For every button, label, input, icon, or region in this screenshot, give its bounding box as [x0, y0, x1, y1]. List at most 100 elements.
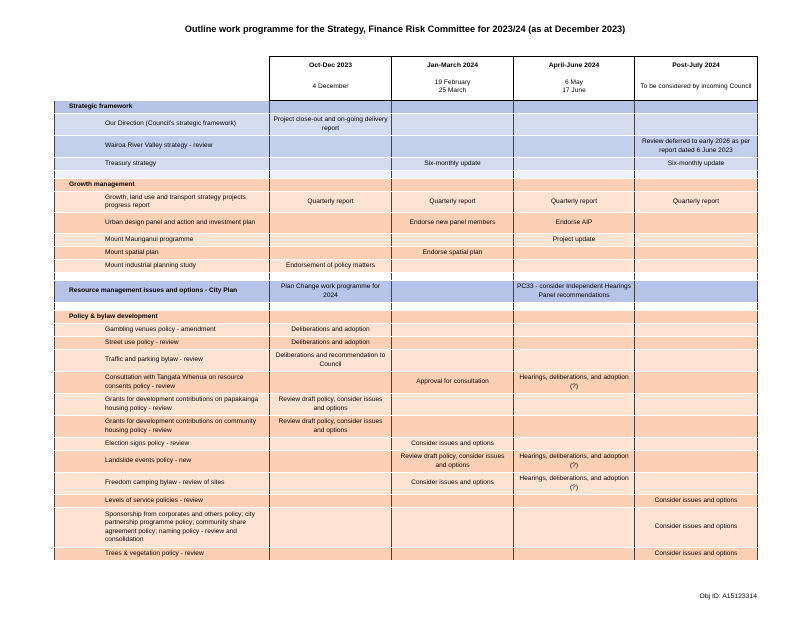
item-name: Sponsorship from corporates and others p… [54, 507, 270, 548]
section-title: Strategic framework [54, 100, 270, 114]
item-name: Grants for development contributions on … [54, 393, 270, 416]
schedule-cell: PC33 - consider Independent Hearings Pan… [513, 280, 635, 303]
table-row: Consultation with Tangata Whenua on reso… [54, 371, 758, 394]
item-name: Traffic and parking bylaw - review [54, 349, 270, 372]
schedule-cell [269, 472, 392, 495]
schedule-cell: Project update [513, 233, 635, 247]
schedule-cell [513, 135, 635, 158]
schedule-cell [269, 494, 392, 508]
schedule-cell [634, 323, 758, 337]
schedule-cell [634, 437, 758, 451]
meeting-dates: To be considered by incoming Council [634, 74, 758, 101]
spacer-row [54, 170, 758, 179]
schedule-cell: Review draft policy, consider issues and… [391, 450, 514, 473]
schedule-cell: Quarterly report [391, 191, 514, 213]
schedule-cell [513, 507, 635, 548]
schedule-cell: Endorse new panel members [391, 212, 514, 234]
schedule-cell: Deliberations and adoption [269, 323, 392, 337]
table-row: Growth, land use and transport strategy … [54, 191, 758, 213]
item-name: Freedom camping bylaw - review of sites [54, 472, 270, 495]
document-title: Outline work programme for the Strategy,… [184, 24, 626, 34]
section-row: Growth management [54, 178, 758, 192]
section-row: Resource management issues and options -… [54, 280, 758, 303]
table-row: Election signs policy - review Consider i… [54, 437, 758, 451]
schedule-cell: Hearings, deliberations, and adoption (?… [513, 472, 635, 495]
schedule-cell: Consider issues and options [634, 494, 758, 508]
schedule-cell [634, 113, 758, 136]
schedule-cell: Quarterly report [269, 191, 392, 213]
item-name: Election signs policy - review [54, 437, 270, 451]
section-row: Policy & bylaw development [54, 310, 758, 324]
item-name: Grants for development contributions on … [54, 415, 270, 438]
column-header: Post-July 2024 [634, 56, 758, 75]
schedule-cell [513, 113, 635, 136]
schedule-cell: Consider issues and options [634, 547, 758, 561]
schedule-cell [634, 393, 758, 416]
schedule-cell [513, 259, 635, 273]
schedule-cell: Deliberations and adoption [269, 336, 392, 350]
schedule-cell [391, 323, 514, 337]
item-name: Treasury strategy [54, 157, 270, 171]
schedule-cell: Review draft policy, consider issues and… [269, 393, 392, 416]
schedule-cell [634, 336, 758, 350]
schedule-cell [269, 450, 392, 473]
section-title: Resource management issues and options -… [54, 280, 270, 303]
schedule-cell [391, 280, 514, 303]
schedule-cell [391, 494, 514, 508]
work-programme-table: Oct-Dec 2023 Jan-March 2024 April-June 2… [54, 56, 758, 561]
schedule-cell [634, 371, 758, 394]
meeting-dates: 6 May 17 June [513, 74, 635, 101]
schedule-cell: Consider issues and options [391, 437, 514, 451]
schedule-cell: Review deferred to early 2026 as per rep… [634, 135, 758, 158]
item-name: Consultation with Tangata Whenua on reso… [54, 371, 270, 394]
column-header: Oct-Dec 2023 [269, 56, 392, 75]
schedule-cell [269, 135, 392, 158]
schedule-cell [391, 135, 514, 158]
schedule-cell [391, 113, 514, 136]
schedule-cell: Quarterly report [634, 191, 758, 213]
section-title: Growth management [54, 178, 270, 192]
item-name: Landslide events policy - new [54, 450, 270, 473]
schedule-cell [513, 310, 635, 324]
item-name: Levels of service policies - review [54, 494, 270, 508]
table-row: Grants for development contributions on … [54, 393, 758, 416]
schedule-cell: Six-monthly update [391, 157, 514, 171]
schedule-cell [634, 212, 758, 234]
schedule-cell [269, 310, 392, 324]
schedule-cell [513, 415, 635, 438]
schedule-cell: Endorse AIP [513, 212, 635, 234]
schedule-cell [634, 100, 758, 114]
schedule-cell [391, 100, 514, 114]
item-name: Mount industrial planning study [54, 259, 270, 273]
schedule-cell [269, 100, 392, 114]
schedule-cell [269, 212, 392, 234]
schedule-cell [391, 393, 514, 416]
schedule-cell [634, 349, 758, 372]
schedule-cell: Consider issues and options [634, 507, 758, 548]
table-row: Levels of service policies - review Consi… [54, 494, 758, 508]
schedule-cell [513, 246, 635, 260]
schedule-cell [269, 371, 392, 394]
item-name: Our Direction (Council's strategic frame… [54, 113, 270, 136]
spacer-row [54, 272, 758, 281]
schedule-cell [269, 507, 392, 548]
schedule-cell [391, 415, 514, 438]
schedule-cell [269, 233, 392, 247]
item-name: Trees & vegetation policy - review [54, 547, 270, 561]
schedule-cell [269, 178, 392, 192]
schedule-cell: Hearings, deliberations, and adoption (?… [513, 450, 635, 473]
section-row: Strategic framework [54, 100, 758, 114]
schedule-cell [391, 259, 514, 273]
schedule-cell [634, 450, 758, 473]
schedule-cell [269, 547, 392, 561]
schedule-cell: Approval for consultation [391, 371, 514, 394]
meeting-dates: 4 December [269, 74, 392, 101]
schedule-cell [634, 259, 758, 273]
schedule-cell: Project close-out and on-going delivery … [269, 113, 392, 136]
